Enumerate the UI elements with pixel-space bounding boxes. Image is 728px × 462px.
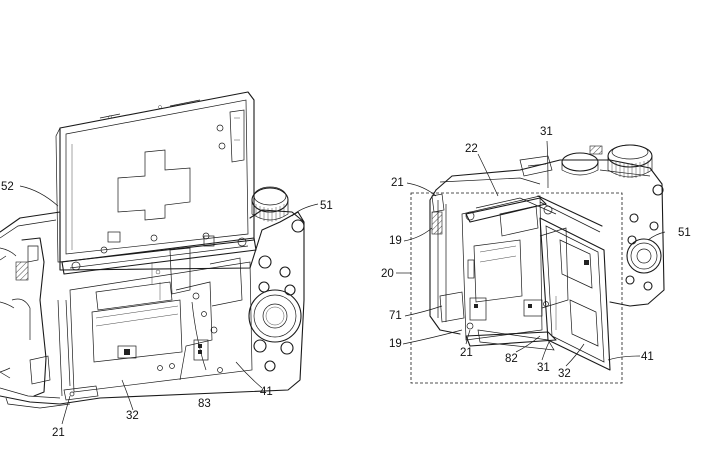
label-21-left: 21 (52, 427, 65, 439)
label-82: 82 (505, 353, 518, 365)
left-hinge (61, 235, 257, 275)
right-side-buttons (625, 184, 664, 291)
right-top-dials (519, 144, 653, 178)
label-22: 22 (465, 143, 478, 155)
label-21-right-bottom: 21 (460, 347, 473, 359)
label-41-right: 41 (641, 351, 654, 363)
left-side-buttons (253, 219, 305, 372)
right-control-wheel (626, 238, 662, 274)
left-control-wheel (248, 289, 302, 343)
label-20: 20 (381, 268, 394, 280)
right-camera-view (396, 140, 666, 384)
label-19-right-top: 19 (389, 235, 402, 247)
right-grip (431, 193, 465, 323)
right-internal-boards (461, 195, 569, 351)
left-mode-dial (249, 186, 305, 223)
label-52: 52 (1, 181, 14, 193)
left-display-cross-plate (117, 149, 191, 221)
label-41-left: 41 (260, 386, 273, 398)
label-83: 83 (198, 398, 211, 410)
region-20-outline (410, 192, 623, 384)
right-swing-panel (539, 217, 611, 371)
left-flip-display (55, 91, 255, 263)
left-internal-boards (57, 247, 253, 401)
label-32-right: 32 (558, 368, 571, 380)
label-19-right-bottom: 19 (389, 338, 402, 350)
left-grip (0, 237, 51, 397)
label-51-right: 51 (678, 227, 691, 239)
label-51-left: 51 (320, 200, 333, 212)
right-hinge-struts (465, 195, 603, 347)
left-camera-body (0, 211, 305, 405)
left-camera-view (0, 91, 319, 425)
label-21-right-top: 21 (391, 177, 404, 189)
label-31-right-bottom: 31 (537, 362, 550, 374)
label-31-right-top: 31 (540, 126, 553, 138)
label-32-left: 32 (126, 410, 139, 422)
right-camera-body (435, 159, 665, 307)
label-71: 71 (389, 310, 402, 322)
